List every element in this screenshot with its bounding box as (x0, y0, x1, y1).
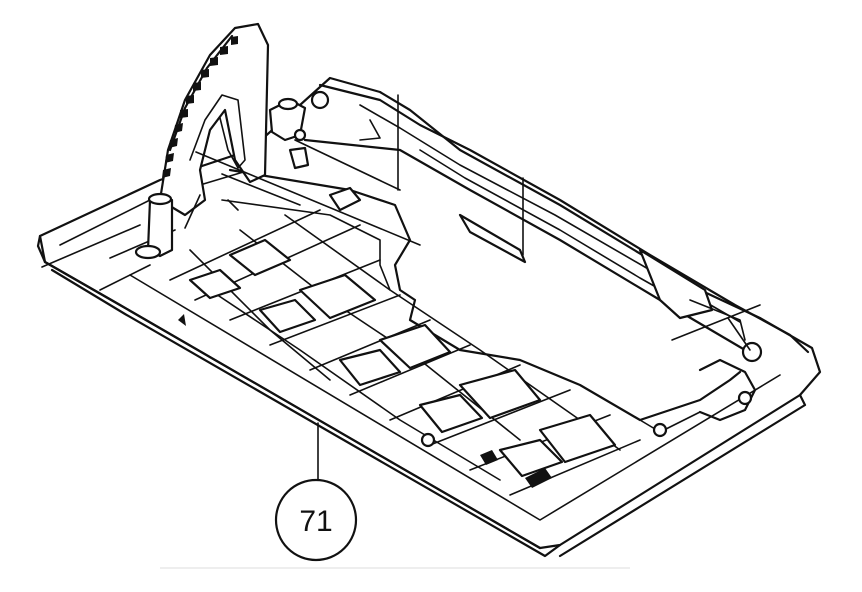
callout-label: 71 (299, 505, 332, 538)
callout-circle (274, 478, 358, 562)
base-plate (36, 76, 822, 558)
blade-opening (221, 168, 757, 433)
bevel-quadrant (134, 22, 362, 260)
right-rail (303, 83, 810, 363)
lattice-ribs (169, 209, 668, 496)
guide-lines (41, 94, 761, 351)
callout-71: 71 (274, 422, 358, 562)
